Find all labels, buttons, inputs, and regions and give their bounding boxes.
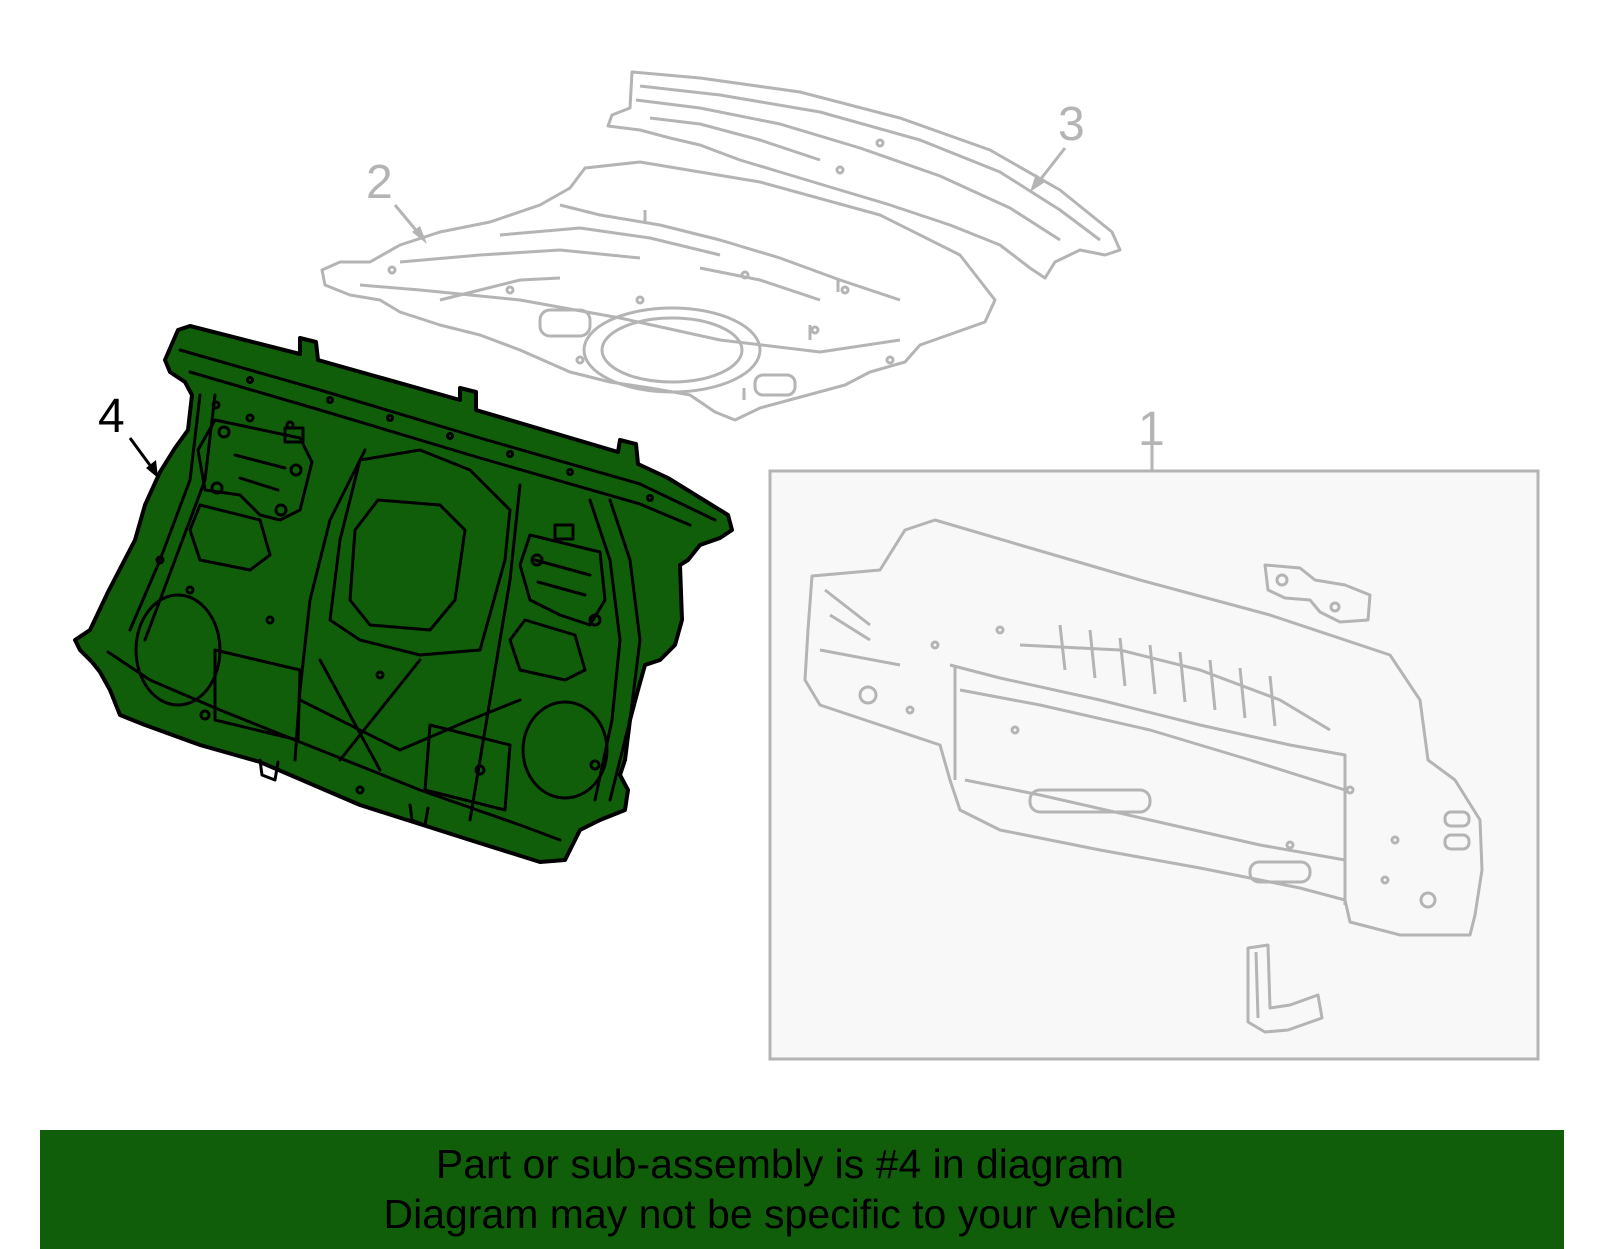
callout-4: 4 — [98, 390, 125, 443]
callout-1: 1 — [1138, 403, 1165, 456]
part-4-highlighted-panel[interactable] — [73, 324, 734, 864]
callout-2: 2 — [366, 156, 393, 209]
part-3-upper-rail[interactable] — [606, 70, 1122, 280]
banner-line-1: Part or sub-assembly is #4 in diagram — [435, 1141, 1125, 1187]
leader-3 — [1038, 147, 1067, 181]
leader-4 — [128, 437, 154, 469]
callout-3: 3 — [1058, 98, 1085, 151]
part-1-rear-panel-inset[interactable] — [768, 469, 1540, 1061]
callout-arrowheads — [146, 174, 1045, 478]
part-2-floor-pan[interactable] — [320, 160, 997, 422]
part-4-body — [73, 324, 734, 864]
inset-frame — [768, 469, 1540, 1061]
banner-line-2: Diagram may not be specific to your vehi… — [383, 1191, 1177, 1237]
info-banner: Part or sub-assembly is #4 in diagram Di… — [40, 1130, 1564, 1249]
